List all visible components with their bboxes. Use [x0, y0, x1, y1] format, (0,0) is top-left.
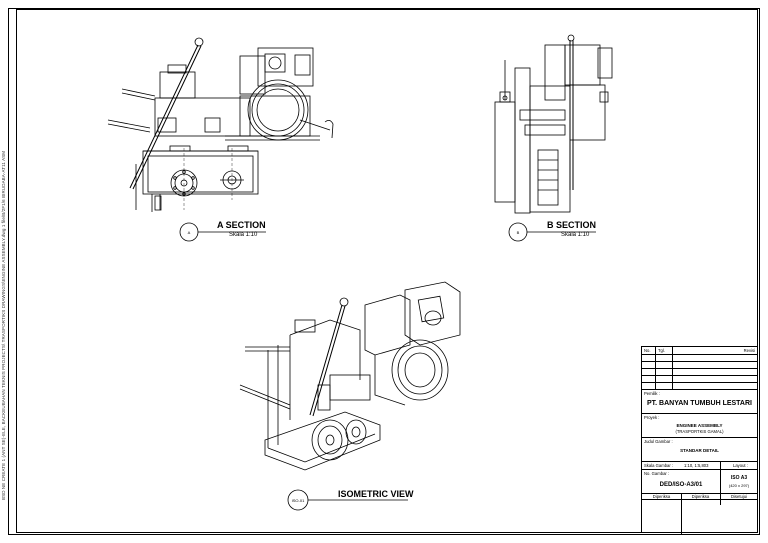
scale-label: Skala Gambar :: [644, 463, 674, 468]
a-section-scale: Skala 1:10: [229, 232, 258, 238]
drawing-no-label: No. Gambar :: [644, 471, 670, 476]
revision-header: Revisi: [743, 348, 755, 353]
b-section-marker: B: [516, 230, 520, 235]
signature-dipenksa: Diperiksa: [652, 494, 671, 499]
a-section-marker: A: [187, 230, 191, 235]
a-section-label-graphics: [179, 222, 266, 242]
revision-row: [642, 361, 757, 362]
drawing-title-row: [642, 437, 757, 438]
scale-value: 1:10, 1:5,803: [684, 463, 709, 468]
layout-label: Layout :: [733, 463, 748, 468]
owner-row: [642, 389, 757, 390]
a-section-title: A SECTION: [217, 220, 266, 230]
revision-row: [642, 368, 757, 369]
a-section-drawing: [107, 37, 334, 212]
revision-row: [642, 375, 757, 376]
b-section-title: B SECTION: [547, 220, 597, 230]
signature-disetujui: Disetujui: [730, 494, 748, 499]
drawing-no-row: [642, 469, 757, 470]
sheet-size: ISO A3: [730, 475, 748, 481]
b-section-drawing: [494, 34, 613, 214]
signature-row-2: [642, 499, 757, 500]
inner-frame: [16, 9, 758, 533]
drawing-title: STANDAR DETAIL: [680, 448, 719, 453]
project-label: Proyek :: [644, 415, 660, 420]
owner-label: Pemilik :: [644, 391, 660, 396]
signature-row: [642, 493, 757, 494]
scale-row: [642, 461, 757, 462]
drawing-number: DED/ISO-A3/01: [659, 482, 703, 488]
revision-no-header: No.: [644, 348, 651, 353]
revision-row: [642, 382, 757, 383]
sheet-dimensions: (420 x 297): [728, 483, 750, 488]
scale-divider: [720, 461, 721, 505]
title-block: No. Tgl. Revisi Pemilik : PT. BANYAN TUM…: [641, 346, 758, 534]
owner-name: PT. BANYAN TUMBUH LESTARI: [646, 400, 752, 407]
drawing-title-label: Judul Gambar :: [644, 439, 673, 444]
signature-diperiksa: Diperiksa: [691, 494, 710, 499]
revision-row: [642, 354, 757, 355]
isometric-marker: ISO-01: [291, 498, 305, 503]
signature-divider: [681, 493, 682, 534]
outer-frame: [8, 8, 760, 535]
revision-date-header: Tgl.: [658, 348, 665, 353]
project-row: [642, 413, 757, 414]
b-section-label-graphics: [508, 222, 596, 242]
isometric-title: ISOMETRIC VIEW: [338, 489, 414, 499]
project-name: ENGINEE ASSEMBLY: [676, 423, 723, 428]
project-subtitle: (TRASPORTKIS GAMAL): [675, 429, 724, 434]
isometric-label-graphics: [287, 489, 408, 511]
isometric-drawing: [239, 281, 461, 471]
b-section-scale: Skala 1:10: [561, 232, 590, 238]
